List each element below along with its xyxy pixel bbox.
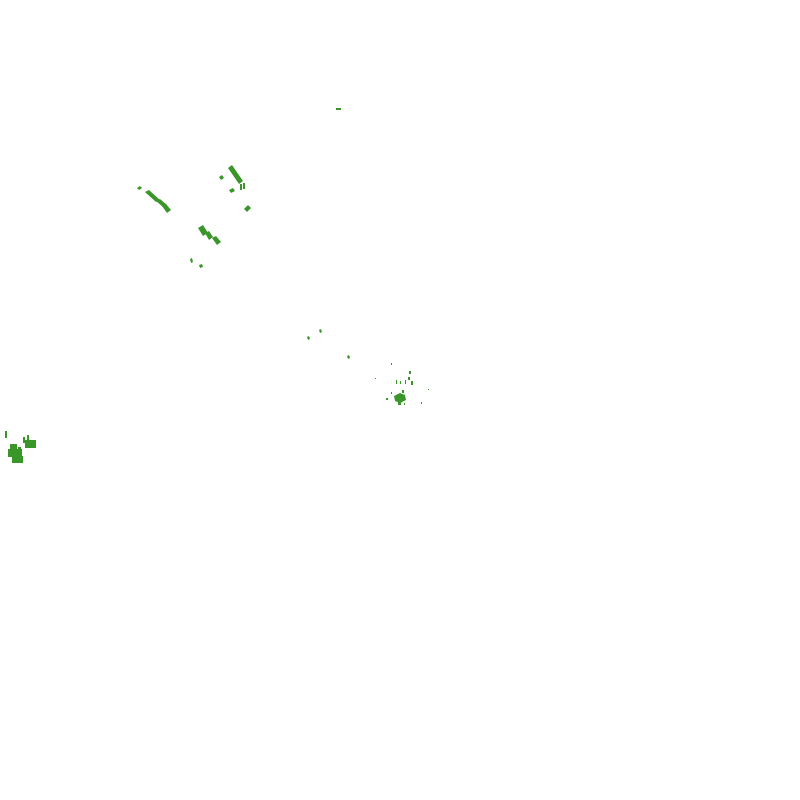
vegetation-feature <box>12 456 23 463</box>
vegetation-feature <box>27 435 29 443</box>
vegetation-feature <box>219 175 224 180</box>
vegetation-feature <box>243 183 245 189</box>
vegetation-feature <box>5 431 7 438</box>
vegetation-feature <box>199 264 203 268</box>
vegetation-feature <box>421 402 422 404</box>
vegetation-feature <box>408 377 410 380</box>
vegetation-feature <box>145 190 160 202</box>
vegetation-feature <box>137 186 142 190</box>
vegetation-feature <box>398 401 401 405</box>
vegetation-feature <box>402 390 404 393</box>
vegetation-feature <box>405 380 406 384</box>
vegetation-feature <box>400 381 401 384</box>
vegetation-feature <box>244 205 251 212</box>
vegetation-feature <box>396 380 397 384</box>
vegetation-feature <box>23 437 25 443</box>
vegetation-feature <box>162 204 171 213</box>
vegetation-feature <box>212 236 221 245</box>
vegetation-feature <box>347 355 350 359</box>
vegetation-feature <box>336 108 341 110</box>
feature-group <box>5 108 429 463</box>
vegetation-feature <box>240 184 242 190</box>
vegetation-feature <box>409 371 411 374</box>
vegetation-feature <box>391 363 392 365</box>
vegetation-feature <box>18 447 21 451</box>
vegetation-feature <box>190 258 193 263</box>
vegetation-feature <box>319 329 322 333</box>
vegetation-feature <box>25 440 36 448</box>
vegetation-feature <box>229 188 235 193</box>
vegetation-feature <box>411 381 413 385</box>
vegetation-feature <box>375 378 376 379</box>
vegetation-feature <box>394 393 406 403</box>
vegetation-feature <box>428 389 429 390</box>
vegetation-feature <box>307 336 310 340</box>
vegetation-feature <box>228 165 243 184</box>
vegetation-feature <box>10 444 17 450</box>
vegetation-feature <box>8 449 22 457</box>
vegetation-feature <box>205 231 213 240</box>
vegetation-feature <box>391 392 392 394</box>
vegetation-feature <box>386 398 388 400</box>
vegetation-feature <box>404 403 405 405</box>
